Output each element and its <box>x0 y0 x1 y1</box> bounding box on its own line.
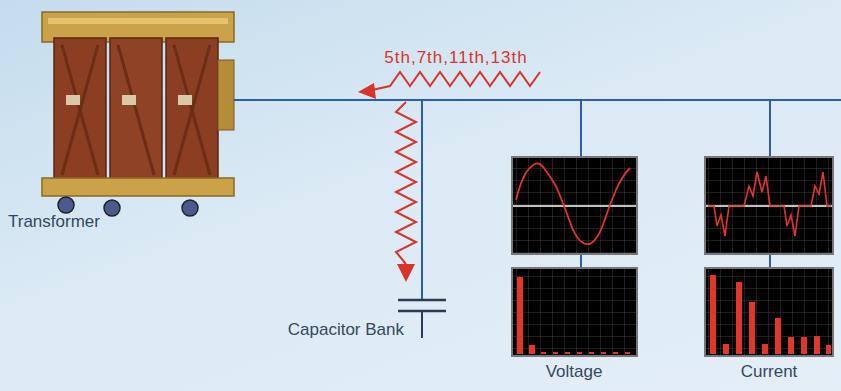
arrow-head <box>358 83 376 99</box>
current-scope <box>705 157 833 254</box>
current-spectrum <box>705 268 833 356</box>
capacitor-label: Capacitor Bank <box>288 320 404 340</box>
capacitor-symbol <box>398 300 446 338</box>
scope-label: Current <box>741 362 798 382</box>
voltage-scope <box>512 157 637 254</box>
harmonic-label: 5th,7th,11th,13th <box>384 48 527 68</box>
transformer-label: Transformer <box>8 212 100 232</box>
voltage-spectrum <box>512 268 637 356</box>
transformer-illustration <box>42 12 234 216</box>
scope-label: Voltage <box>546 362 603 382</box>
arrow-head <box>397 264 415 282</box>
